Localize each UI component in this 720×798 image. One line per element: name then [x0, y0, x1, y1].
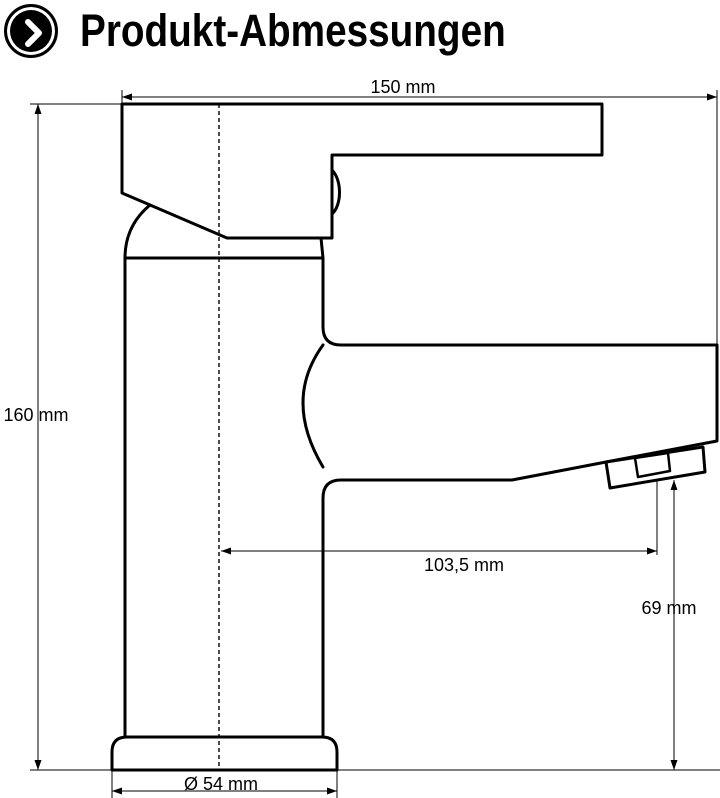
header: Produkt-Abmessungen — [0, 0, 720, 64]
faucet-outline — [110, 102, 719, 772]
spout-height-label: 69 mm — [641, 598, 696, 618]
extension-lines — [30, 90, 720, 798]
spout-joint — [301, 343, 325, 469]
handle-pivot — [330, 168, 341, 216]
base — [110, 735, 339, 772]
page-title: Produkt-Abmessungen — [80, 5, 506, 56]
aerator — [604, 445, 707, 490]
width-label: 150 mm — [370, 77, 435, 97]
reach-label: 103,5 mm — [424, 555, 504, 575]
height-label: 160 mm — [3, 405, 68, 425]
chevron-right-icon — [4, 4, 58, 58]
dimension-lines — [34, 93, 717, 795]
cartridge-dome — [123, 203, 152, 260]
base-diameter-label: Ø 54 mm — [184, 774, 258, 794]
spout — [321, 256, 719, 739]
lever-handle — [120, 102, 604, 240]
